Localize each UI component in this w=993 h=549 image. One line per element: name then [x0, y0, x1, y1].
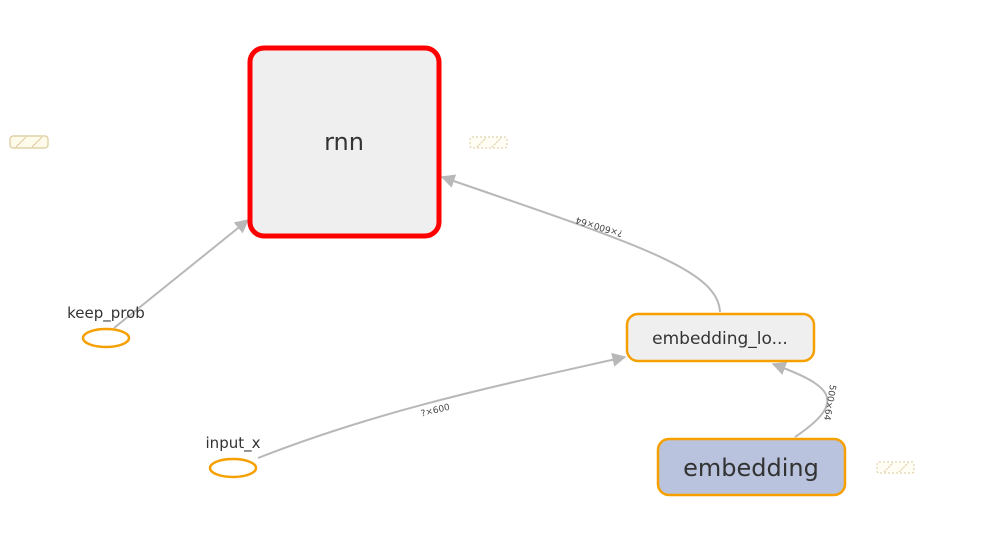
node-input-x[interactable]: input_x: [206, 434, 261, 479]
node-rnn[interactable]: rnn: [247, 45, 442, 239]
node-embedding[interactable]: embedding: [656, 437, 847, 497]
aux-node-embedding-icon[interactable]: [876, 461, 915, 474]
edge-input-to-lookup[interactable]: [257, 352, 627, 459]
node-embedding-lookup-label: embedding_lo...: [652, 329, 788, 349]
node-keep-prob[interactable]: keep_prob: [67, 304, 145, 349]
edge-lookup-to-rnn[interactable]: [440, 174, 721, 313]
node-input-x-label: input_x: [206, 434, 261, 453]
aux-node-rnn-icon[interactable]: [469, 136, 508, 149]
aux-node-left-icon[interactable]: [9, 135, 49, 149]
edge-label-lookup-to-rnn: ?×600×64: [575, 214, 625, 238]
node-embedding-lookup[interactable]: embedding_lo...: [625, 312, 816, 363]
node-rnn-label: rnn: [324, 128, 364, 156]
node-keep-prob-label: keep_prob: [67, 304, 145, 323]
edge-embedding-to-lookup[interactable]: [771, 361, 829, 438]
node-embedding-label: embedding: [683, 454, 819, 482]
edge-keep-prob-to-rnn[interactable]: [113, 219, 250, 329]
